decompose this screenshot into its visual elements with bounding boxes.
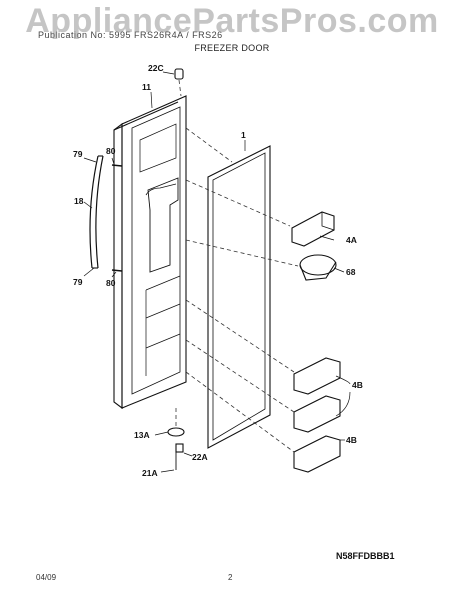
callout-4b-lower: 4B [346,435,357,445]
callout-18: 18 [74,196,84,206]
alignment-lines [175,79,299,453]
door-gasket [207,145,271,449]
callout-68: 68 [346,267,356,277]
door-bin-4b-middle [293,395,341,433]
callout-79-bottom: 79 [73,277,83,287]
callout-1: 1 [241,130,246,140]
watermark: AppliancePartsPros.com [25,2,439,40]
section-title: FREEZER DOOR [194,43,270,53]
leader-lines [83,71,351,473]
callout-21a: 21A [142,468,158,478]
callout-22c: 22C [148,63,164,73]
door-bin-4a [291,211,335,247]
hinge-bushing [167,427,185,437]
door-handle [89,155,104,269]
hinge-cap [174,68,184,80]
model-line: Publication No: 5995 FRS26R4A / FRS26 [38,30,223,40]
page-number: 2 [228,573,233,582]
callout-80-bottom: 80 [106,278,116,288]
callout-79-top: 79 [73,149,83,159]
callout-22a: 22A [192,452,208,462]
footer-date: 04/09 [36,573,57,582]
callout-4a: 4A [346,235,357,245]
callout-4b-upper: 4B [352,380,363,390]
dairy-cup-68 [299,254,337,281]
callout-13a: 13A [134,430,150,440]
diagram-code: N58FFDBBB1 [336,551,395,561]
page-header: Publication No: 5995 FRS26R4A / FRS26 FR… [0,0,464,53]
handle-screws [111,164,123,272]
callout-80-top: 80 [106,146,116,156]
door-bin-4b-top [293,357,341,395]
door-bin-4b-bottom [293,435,341,473]
freezer-door-panel [113,95,187,410]
hinge-pin [175,443,184,453]
callout-11: 11 [142,82,151,92]
